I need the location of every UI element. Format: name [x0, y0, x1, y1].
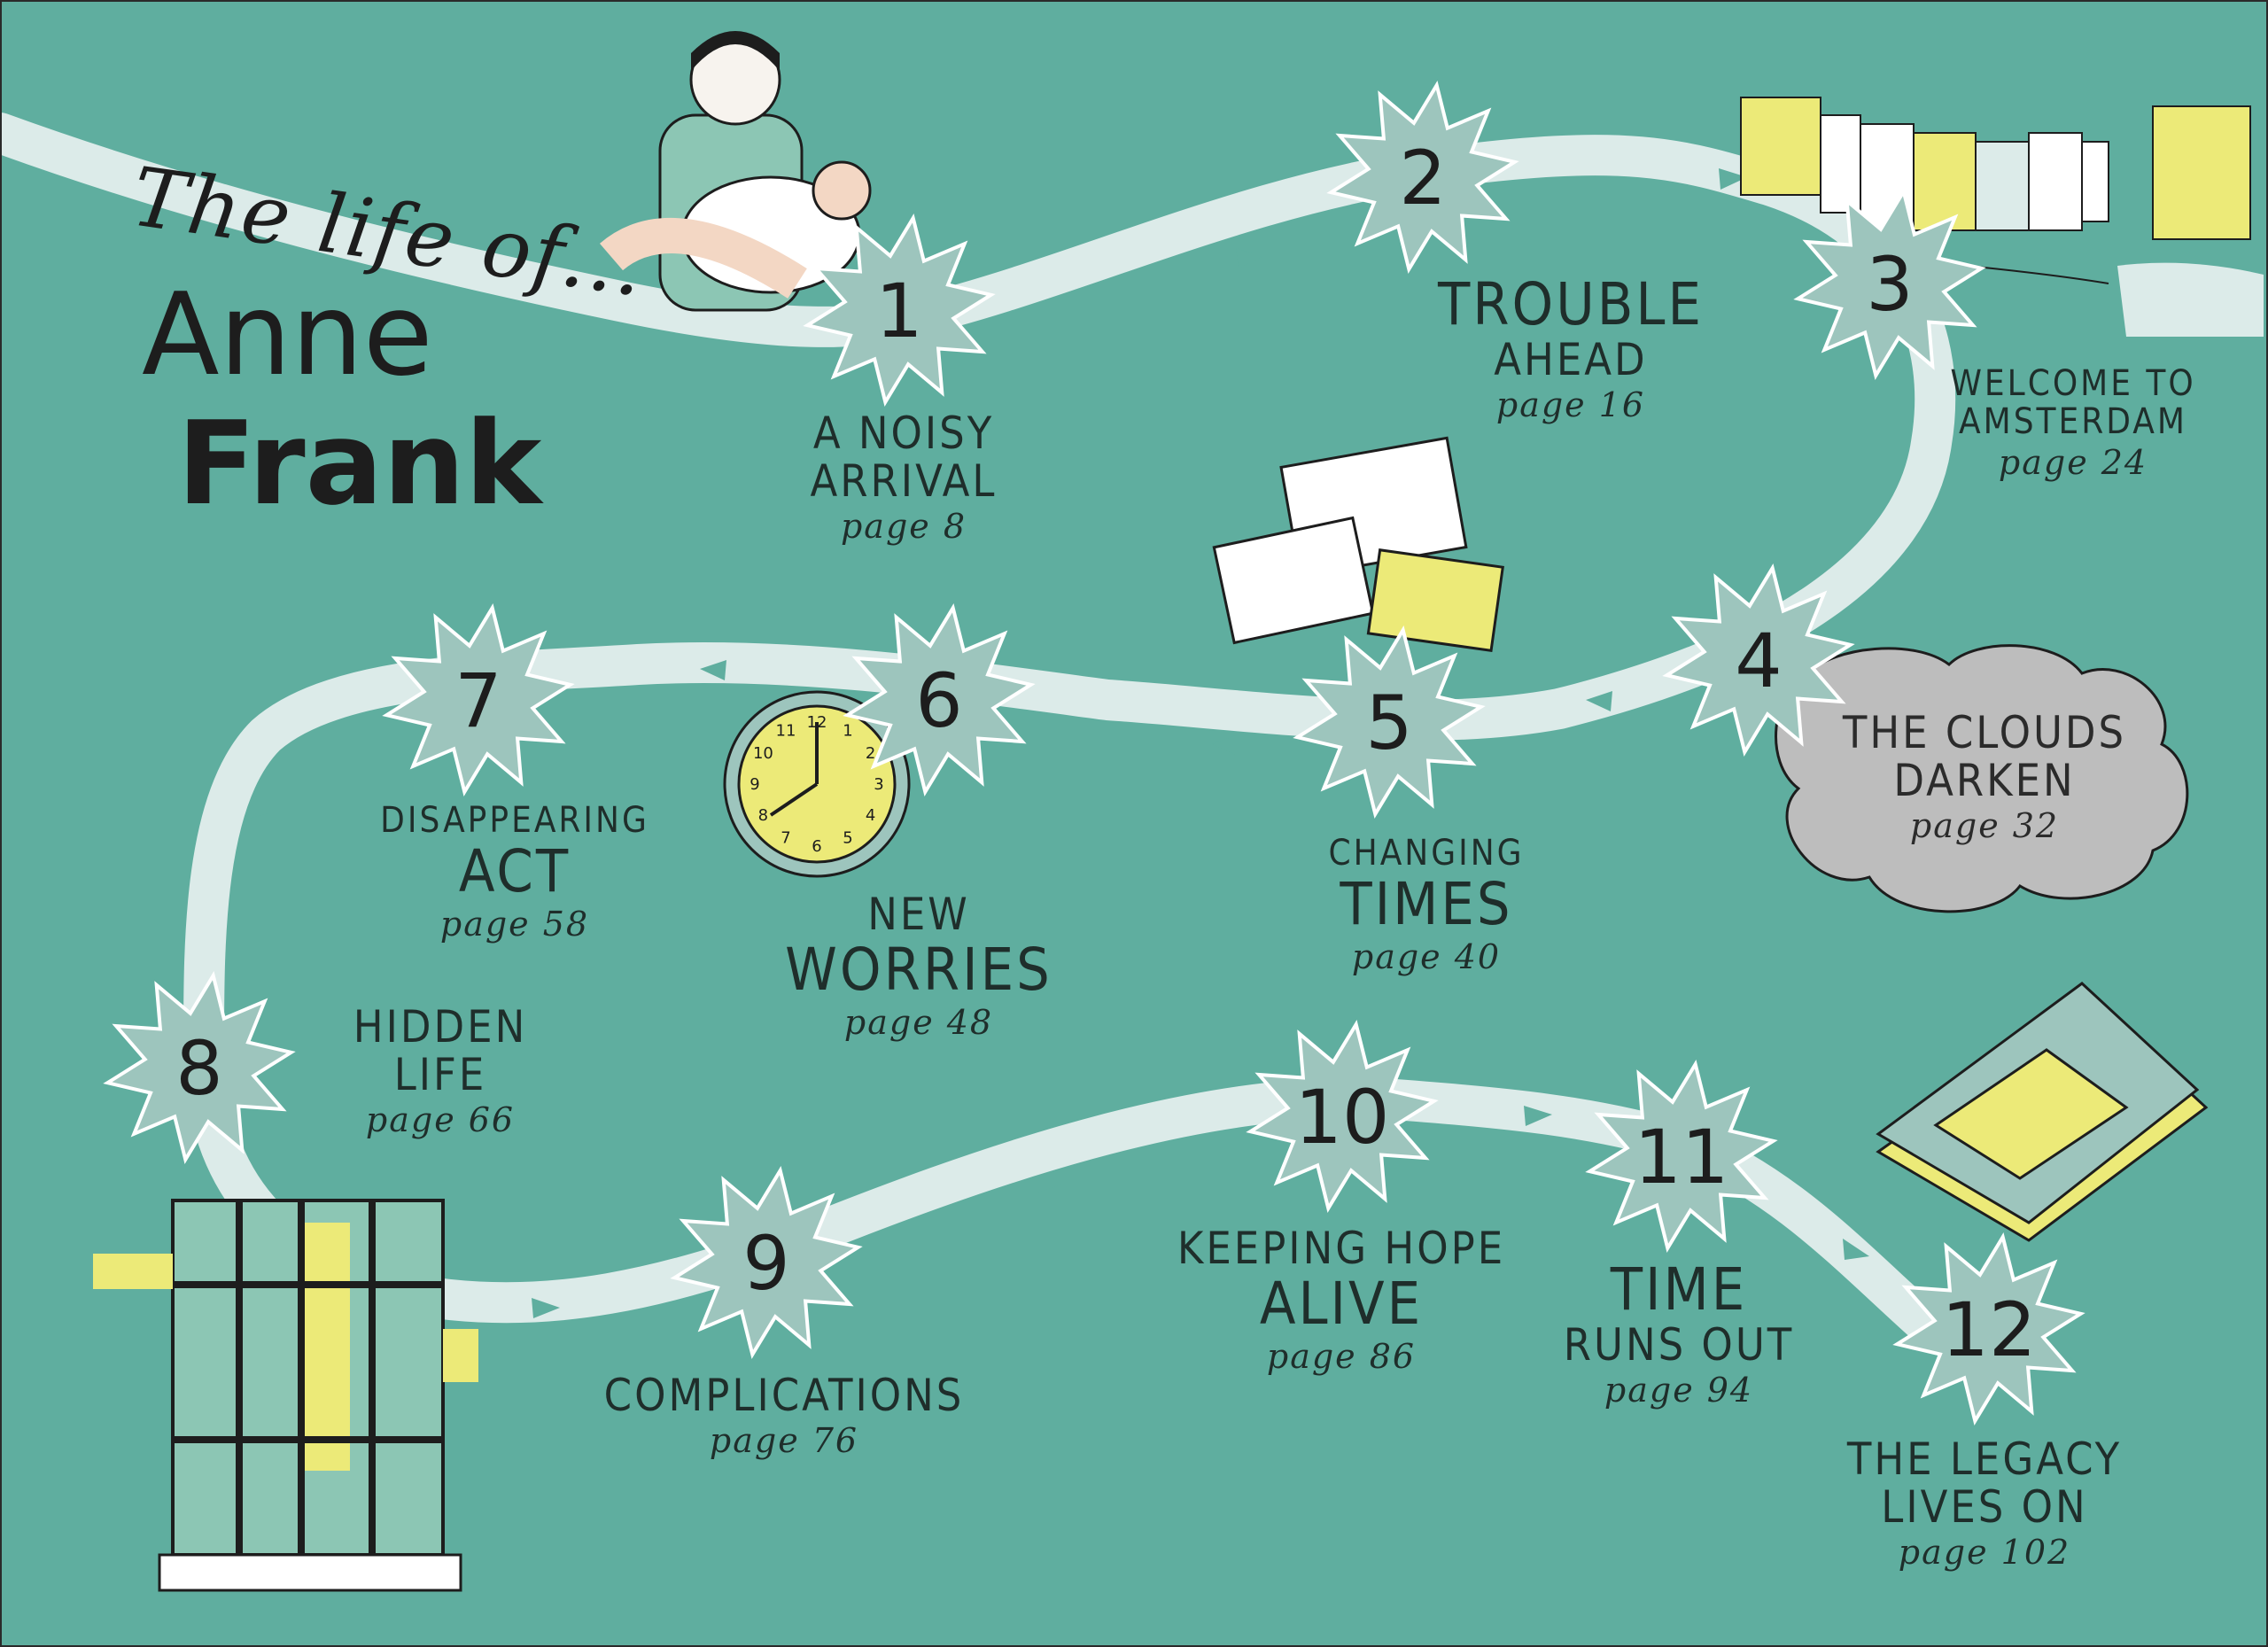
- star-shape: [103, 971, 296, 1164]
- postcards-illustration: [1212, 436, 1504, 652]
- clock-number: 6: [812, 837, 821, 856]
- stage-12-star: 12: [1892, 1232, 2085, 1426]
- clock-number: 2: [866, 744, 875, 763]
- arrow-marker: [1586, 691, 1612, 711]
- mother-holding-baby-illustration: [599, 31, 872, 312]
- arrow-marker: [1212, 735, 1236, 755]
- amsterdam-canal-houses-illustration: [1740, 97, 2264, 337]
- stage-number: 9: [742, 1220, 789, 1307]
- star-shape: [1585, 1060, 1778, 1253]
- stage-2-star: 2: [1326, 81, 1519, 274]
- stage-3-star: 3: [1793, 187, 1986, 380]
- arrow-marker: [1843, 1239, 1869, 1260]
- stage-5-label: CHANGING TIMES page 40: [1328, 833, 1525, 977]
- star-shape: [1662, 563, 1855, 757]
- stage-number: 3: [1866, 241, 1913, 328]
- diary-book-illustration: [1876, 982, 2209, 1242]
- clock-number: 7: [781, 829, 790, 848]
- stage-11-star: 11: [1585, 1060, 1778, 1253]
- star-shape: [1892, 1232, 2085, 1426]
- stage-1-star: 1: [803, 214, 996, 407]
- arrow-marker: [1037, 1184, 1063, 1207]
- star-shape: [803, 214, 996, 407]
- clock-number: 5: [843, 829, 852, 848]
- stage-2-label: TROUBLE AHEAD page 16: [1437, 270, 1705, 425]
- stage-5-star: 5: [1293, 625, 1486, 819]
- stage-9-label: COMPLICATIONS page 76: [603, 1370, 965, 1460]
- stage-7-star: 7: [382, 603, 575, 796]
- star-shape: [1793, 187, 1986, 380]
- star-shape: [1293, 625, 1486, 819]
- annex-window-illustration: [93, 1199, 478, 1592]
- clock-number: 3: [874, 775, 883, 794]
- star-shape: [670, 1166, 863, 1359]
- grey-cloud-illustration: [1775, 644, 2189, 913]
- arrow-marker: [1524, 1106, 1552, 1126]
- arrow-marker: [246, 793, 268, 820]
- stage-number: 5: [1365, 680, 1412, 766]
- stage-number: 10: [1295, 1074, 1390, 1161]
- stage-number: 1: [875, 268, 922, 354]
- clock-number: 10: [753, 744, 773, 763]
- stage-number: 4: [1735, 618, 1782, 704]
- clock-number: 8: [758, 806, 768, 825]
- stage-10-label: KEEPING HOPE ALIVE page 86: [1177, 1223, 1506, 1377]
- stage-number: 11: [1635, 1114, 1729, 1200]
- stage-number: 8: [175, 1025, 222, 1112]
- star-shape: [843, 603, 1036, 796]
- stage-7-label: DISAPPEARING ACT page 58: [380, 800, 649, 944]
- clock-number: 9: [750, 775, 759, 794]
- stage-10-star: 10: [1246, 1020, 1439, 1213]
- arrow-marker: [532, 1298, 560, 1318]
- stage-number: 2: [1399, 135, 1446, 221]
- stage-1-label: A NOISY ARRIVAL page 8: [810, 408, 998, 546]
- stage-number: 7: [454, 657, 501, 744]
- stage-number: 6: [915, 657, 962, 744]
- arrow-marker: [700, 660, 726, 680]
- stage-8-label: HIDDEN LIFE page 66: [353, 1001, 528, 1139]
- clock-number: 12: [807, 713, 827, 732]
- stage-12-label: THE LEGACY LIVES ON page 102: [1846, 1433, 2123, 1572]
- path-arrows: [246, 168, 1869, 1318]
- star-shape: [1326, 81, 1519, 274]
- stage-6-label: NEW WORRIES page 48: [785, 889, 1052, 1043]
- stage-4-star: 4: [1662, 563, 1855, 757]
- stage-8-star: 8: [103, 971, 296, 1164]
- clock-number: 11: [776, 721, 796, 740]
- stage-number: 12: [1942, 1286, 2037, 1373]
- arrow-marker: [1719, 168, 1747, 190]
- title-first-name: Anne: [142, 269, 433, 401]
- stage-11-label: TIME RUNS OUT page 94: [1563, 1255, 1795, 1410]
- stage-4-label: THE CLOUDS DARKEN page 32: [1842, 707, 2127, 845]
- clock-number: 4: [866, 806, 875, 825]
- stage-6-star: 6: [843, 603, 1036, 796]
- title-surname: Frank: [177, 396, 542, 531]
- stage-9-star: 9: [670, 1166, 863, 1359]
- star-shape: [382, 603, 575, 796]
- clock-number: 1: [843, 721, 852, 740]
- star-shape: [1246, 1020, 1439, 1213]
- stage-3-label: WELCOME TO AMSTERDAM page 24: [1950, 363, 2196, 483]
- arrow-marker: [1236, 248, 1262, 268]
